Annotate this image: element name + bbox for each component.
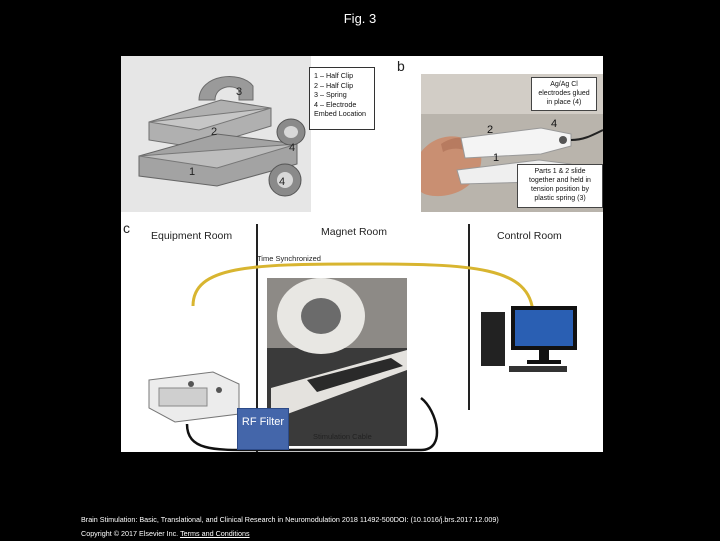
panel-a: a 3 2 4 1 4 1 – Half Clip 2 – Half Clip …	[121, 56, 375, 212]
control-room-label: Control Room	[497, 230, 562, 242]
copyright-line: Copyright © 2017 Elsevier Inc. Terms and…	[81, 527, 499, 541]
photo-number-2: 2	[487, 124, 494, 136]
electrode-note: Ag/Ag Cl electrodes glued in place (4)	[531, 77, 597, 111]
legend-item: Embed Location	[314, 109, 366, 119]
panel-c: c Equipment Room Magnet Room Control Roo…	[121, 220, 603, 452]
clip-number-3: 3	[236, 86, 243, 98]
rf-filter-box: RF Filter	[237, 408, 289, 450]
magnet-room-label: Magnet Room	[321, 226, 387, 238]
legend-item: 2 – Half Clip	[314, 80, 354, 90]
panel-b: Ag/Ag Cl electrodes glued in place (4) P…	[421, 74, 603, 212]
photo-number-4: 4	[551, 118, 558, 130]
equipment-room-label: Equipment Room	[151, 230, 233, 242]
clip-number-4-top: 4	[289, 142, 296, 154]
clip-model-render	[121, 56, 311, 212]
figure-title: Fig. 3	[343, 11, 377, 26]
clip-number-1: 1	[189, 166, 196, 178]
panel-b-letter: b	[397, 58, 405, 74]
legend-item: 1 – Half Clip	[314, 71, 354, 80]
photo-number-1: 1	[493, 152, 500, 164]
clip-number-4-bottom: 4	[279, 176, 286, 188]
terms-link[interactable]: Terms and Conditions	[180, 529, 250, 538]
copyright-text: Copyright © 2017 Elsevier Inc.	[81, 529, 179, 538]
citation-text: Brain Stimulation: Basic, Translational,…	[81, 515, 499, 524]
stim-cable-label: Stimulation Cable	[313, 432, 372, 441]
clip-number-2: 2	[211, 126, 218, 138]
panel-c-letter: c	[123, 220, 130, 236]
clip-parts-legend: 1 – Half Clip 2 – Half Clip 3 – Spring 4…	[309, 67, 375, 130]
legend-item: 3 – Spring	[314, 90, 347, 100]
legend-item: 4 – Electrode	[314, 99, 357, 109]
spring-note: Parts 1 & 2 slide together and held in t…	[517, 164, 603, 208]
time-sync-label: Time Synchronized	[257, 254, 321, 263]
setup-diagram	[148, 224, 577, 452]
figure-image: a 3 2 4 1 4 1 – Half Clip 2 – Half Clip …	[121, 56, 603, 452]
figure-footer: Brain Stimulation: Basic, Translational,…	[81, 513, 499, 541]
